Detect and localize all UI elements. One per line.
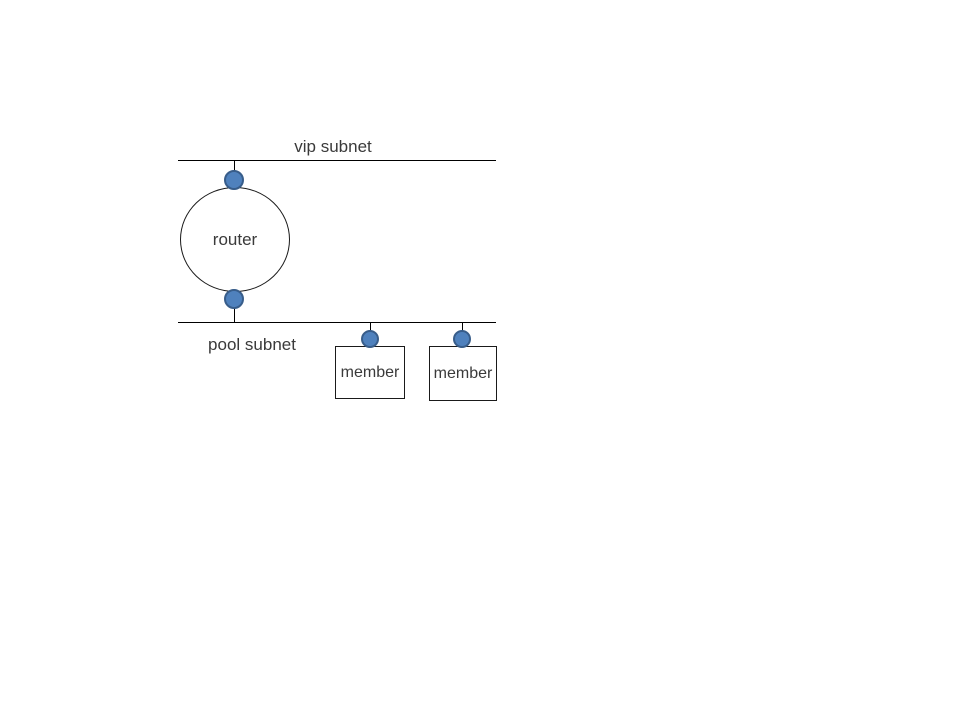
member-node-1: member <box>335 346 405 399</box>
vip-subnet-line <box>178 160 496 161</box>
pool-subnet-label: pool subnet <box>208 335 296 354</box>
vip-subnet-label: vip subnet <box>294 137 372 156</box>
member-node-2: member <box>429 346 497 401</box>
member-1-port-dot <box>361 330 379 348</box>
router-top-port-dot <box>224 170 244 190</box>
router-bottom-connector <box>234 300 235 322</box>
member-2-port-dot <box>453 330 471 348</box>
member-1-label: member <box>340 363 400 381</box>
router-label: router <box>212 229 258 249</box>
member-2-label: member <box>433 364 493 382</box>
router-node: router <box>180 187 290 292</box>
router-bottom-port-dot <box>224 289 244 309</box>
pool-subnet-line <box>178 322 496 323</box>
